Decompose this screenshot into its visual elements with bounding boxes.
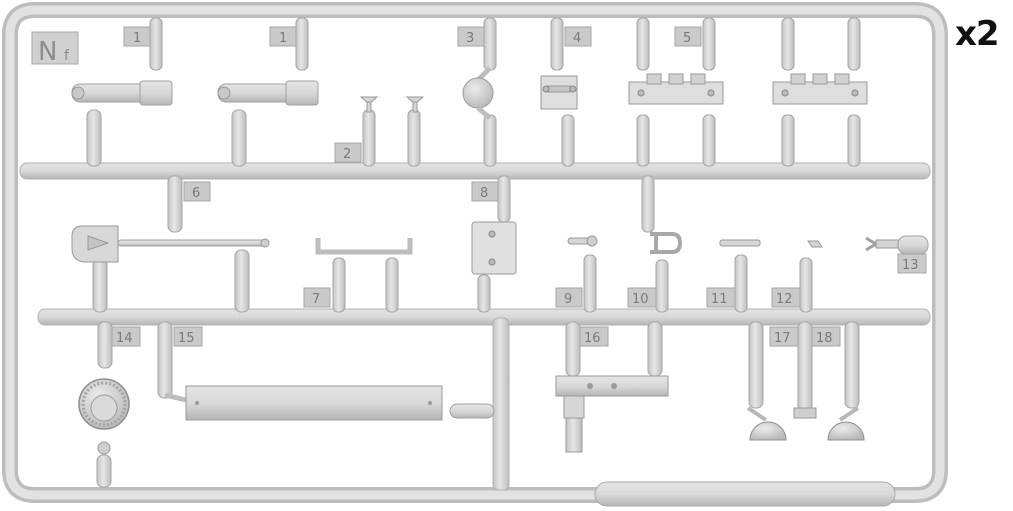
part-6 [71,225,270,263]
part-5b [772,73,868,105]
svg-text:9: 9 [564,292,572,307]
tag-part-1b: 1 [269,26,297,47]
svg-text:18: 18 [816,331,833,346]
runner-upper [19,162,931,180]
tag-part-13: 13 [897,253,927,274]
part-18 [827,406,865,441]
svg-text:13: 13 [902,258,919,273]
part-12 [807,240,823,248]
svg-text:17: 17 [774,331,791,346]
svg-text:6: 6 [192,186,200,201]
outer-frame [2,2,948,507]
svg-text:7: 7 [312,292,320,307]
sprue-letter-plate: N f [31,31,79,67]
svg-text:4: 4 [573,31,581,46]
sprue-letter: N [38,37,57,67]
quantity-label: x2 [955,14,1000,54]
tag-part-16: 16 [579,326,609,347]
part-5a [628,73,724,105]
tag-part-15: 15 [173,326,203,347]
part-number-tags: 1 1 2 3 4 5 6 7 8 9 10 11 12 13 14 15 16… [111,26,927,347]
tag-part-4: 4 [564,26,592,47]
part-8 [471,221,517,275]
tag-part-12: 12 [771,287,801,308]
part-2 [359,96,425,113]
part-13 [865,235,929,255]
tag-part-9: 9 [555,287,583,308]
tag-part-14: 14 [111,326,141,347]
tag-part-5: 5 [674,26,702,47]
svg-text:5: 5 [683,31,691,46]
part-10 [650,232,683,254]
tag-part-3: 3 [457,26,485,47]
svg-text:1: 1 [279,31,287,46]
part-17 [746,406,817,441]
part-14 [78,378,130,455]
gates [86,17,861,488]
part-9 [567,235,598,247]
part-4 [540,75,578,110]
svg-text:1: 1 [133,31,141,46]
svg-text:12: 12 [776,292,793,307]
svg-text:11: 11 [711,292,728,307]
tag-part-6: 6 [183,181,211,202]
tag-part-2: 2 [334,142,362,163]
svg-text:3: 3 [466,31,474,46]
tag-part-17: 17 [769,326,799,347]
tag-part-10: 10 [627,287,657,308]
svg-text:8: 8 [480,186,488,201]
part-11 [719,239,761,247]
svg-text:16: 16 [584,331,601,346]
part-1a [71,80,173,106]
part-1b [217,80,319,106]
tag-part-7: 7 [303,287,331,308]
tag-part-8: 8 [471,181,499,202]
runner-vertical [492,317,510,491]
svg-text:15: 15 [178,331,195,346]
part-3 [462,66,494,120]
svg-text:14: 14 [116,331,133,346]
svg-text:2: 2 [343,147,351,162]
part-16 [555,375,669,453]
tag-part-1a: 1 [123,26,151,47]
tag-part-11: 11 [706,287,736,308]
part-7 [315,238,413,255]
sprue-letter-suffix: f [64,48,70,64]
svg-text:10: 10 [632,292,649,307]
part-15 [164,385,495,421]
tag-part-18: 18 [811,326,841,347]
